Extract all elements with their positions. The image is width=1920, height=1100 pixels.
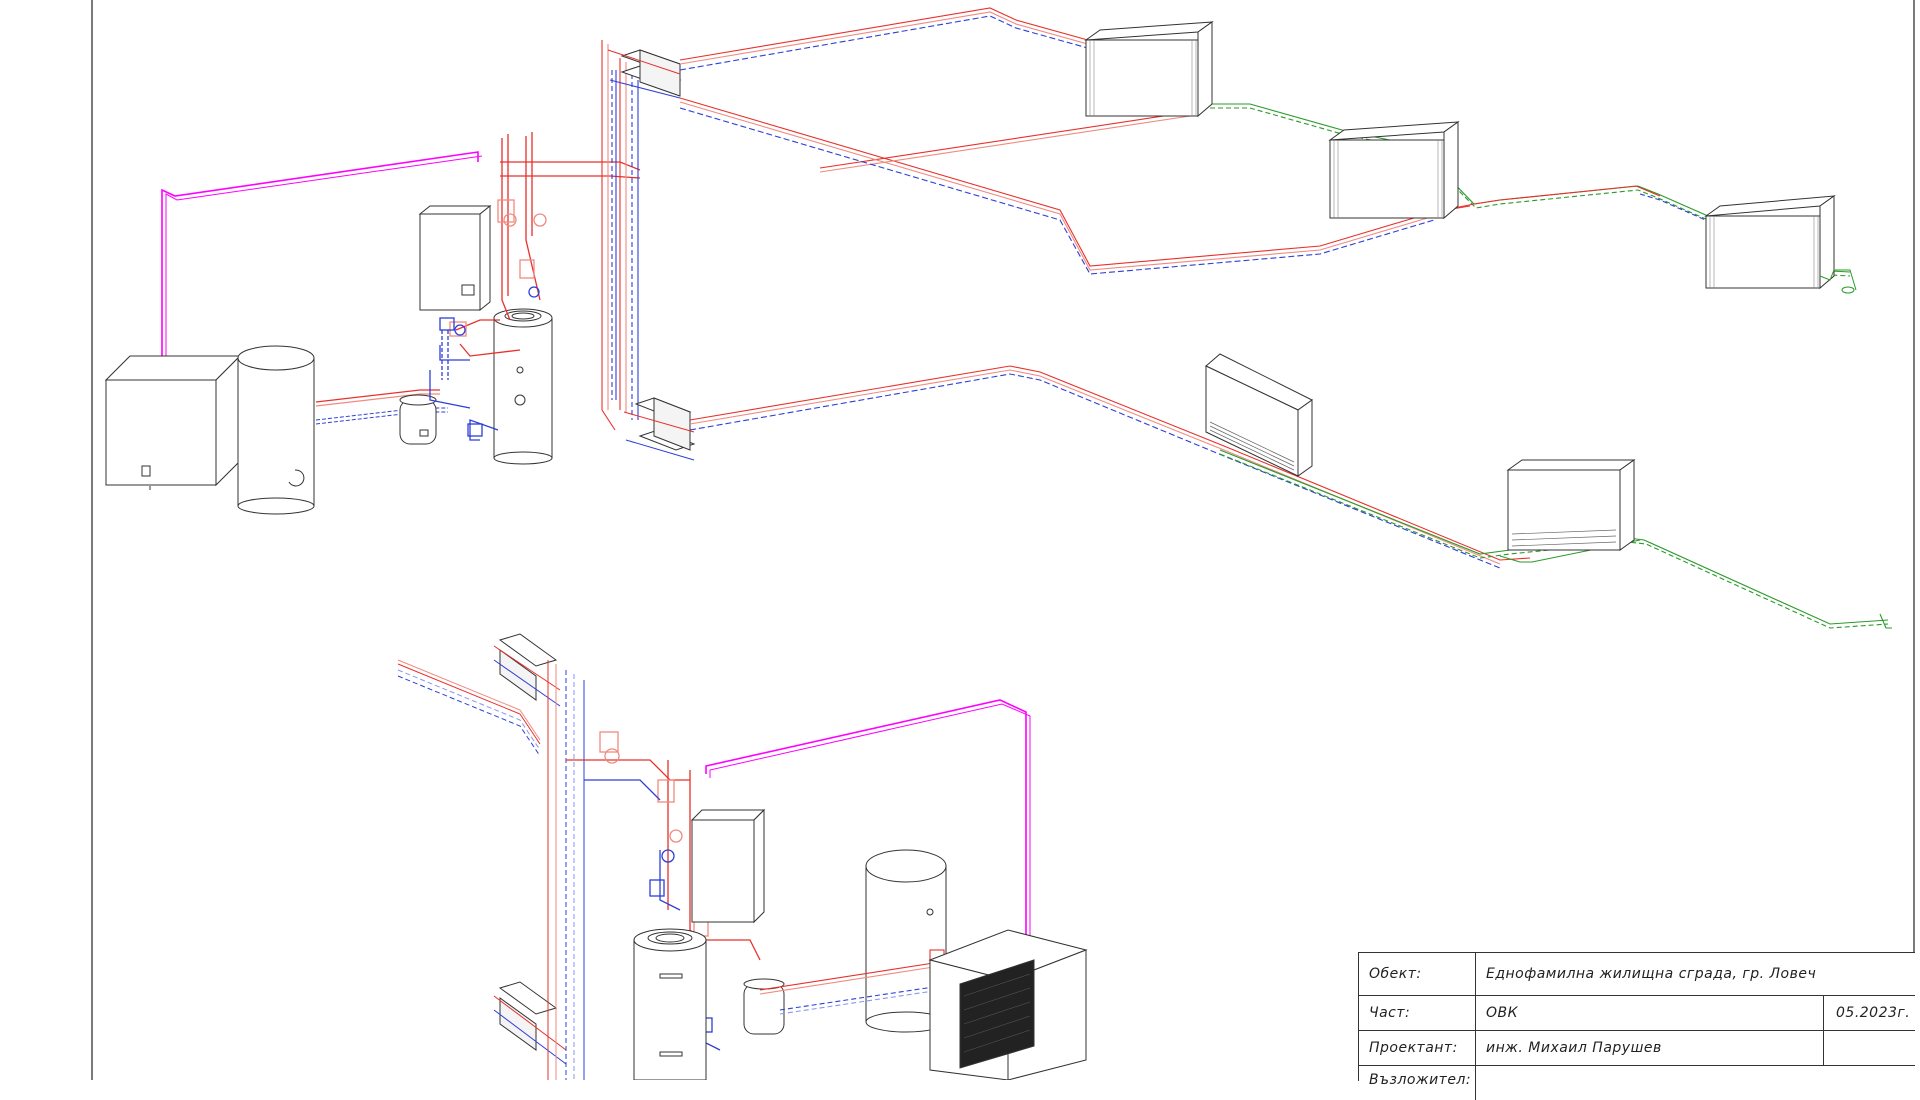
- next-label: Възложител:: [1359, 1066, 1476, 1100]
- title-row-object: Обект: Еднофамилна жилищна сграда, гр. Л…: [1359, 953, 1915, 996]
- fan-grille: [959, 959, 1035, 1069]
- buffer-tank-upper: [237, 345, 315, 515]
- fan-convector-2: [1506, 459, 1636, 551]
- control-box-upper: [418, 204, 492, 312]
- dhw-cylinder-upper: [493, 308, 553, 465]
- heat-pump-outdoor-unit-lower: [928, 929, 1088, 1080]
- designer-label: Проектант:: [1359, 1031, 1476, 1065]
- dhw-magenta-line-lower: [705, 699, 1031, 960]
- risers-upper: [601, 40, 639, 431]
- designer-value: инж. Михаил Парушев: [1476, 1031, 1824, 1065]
- designer-extra-cell: [1824, 1031, 1915, 1065]
- hydraulic-cluster-upper: [429, 132, 641, 441]
- expansion-vessel-upper: [399, 394, 437, 445]
- upper-system: [104, 7, 1892, 629]
- expansion-vessel-lower: [743, 978, 785, 1035]
- heat-pump-outdoor-unit-upper: [104, 354, 242, 490]
- part-label: Част:: [1359, 996, 1476, 1030]
- title-block: Обект: Еднофамилна жилищна сграда, гр. Л…: [1358, 952, 1915, 1100]
- floor-manifold-lower-top: [493, 633, 561, 707]
- control-box-lower: [690, 808, 766, 924]
- lower-system: [397, 633, 1088, 1080]
- floor-manifold-lower-bottom: [493, 981, 567, 1065]
- date-value: 05.2023г.: [1836, 1005, 1911, 1021]
- title-row-part: Част: ОВК 05.2023г.: [1359, 996, 1915, 1031]
- title-row-next: Възложител:: [1359, 1066, 1915, 1100]
- dhw-cylinder-lower: [633, 928, 707, 1080]
- part-value: ОВК: [1476, 996, 1824, 1030]
- radiator-top-2: [1328, 121, 1460, 220]
- radiator-top-1: [1084, 21, 1214, 118]
- floor-manifold-top: [607, 49, 682, 99]
- radiator-top-3: [1704, 195, 1857, 294]
- floor-manifold-bottom: [623, 397, 696, 461]
- pipe-bundle-lower: [397, 659, 541, 757]
- distribution-pipes-top-floor: [679, 7, 1851, 279]
- fan-convector-1: [1205, 353, 1313, 477]
- title-row-designer: Проектант: инж. Михаил Парушев: [1359, 1031, 1915, 1066]
- object-value: Еднофамилна жилищна сграда, гр. Ловеч: [1486, 966, 1817, 982]
- dhw-magenta-line-upper: [161, 151, 479, 478]
- object-label: Обект:: [1359, 953, 1476, 995]
